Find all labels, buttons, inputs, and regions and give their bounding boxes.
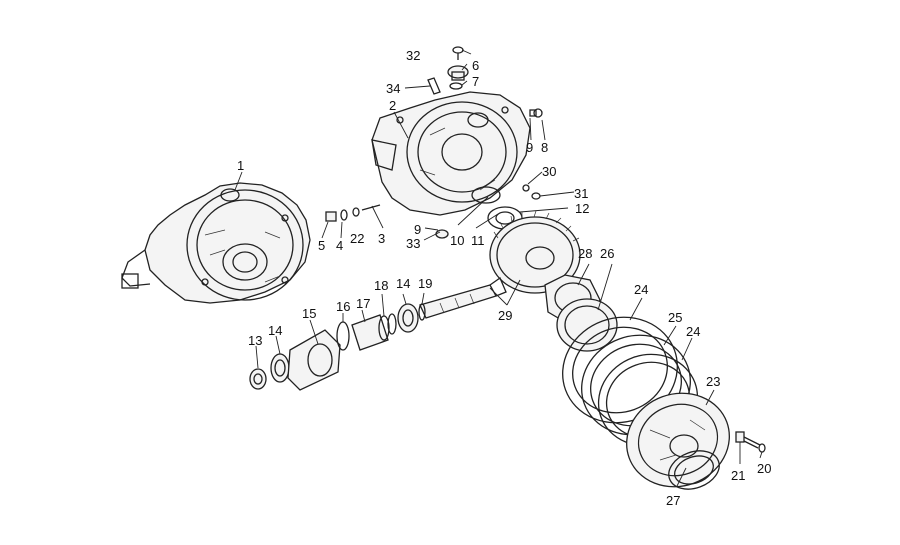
callout-3: 3 bbox=[378, 231, 385, 246]
callout-19: 19 bbox=[418, 276, 432, 291]
callout-26: 26 bbox=[600, 246, 614, 261]
breather-parts bbox=[427, 46, 469, 95]
callout-10: 10 bbox=[450, 233, 464, 248]
differential-carrier bbox=[544, 274, 618, 352]
callout-21: 21 bbox=[731, 468, 745, 483]
callout-2: 2 bbox=[389, 98, 396, 113]
callout-34: 34 bbox=[386, 81, 400, 96]
final-drive-assembly bbox=[121, 182, 311, 304]
callout-5: 5 bbox=[318, 238, 325, 253]
callout-18: 18 bbox=[374, 278, 388, 293]
callout-24-upper: 24 bbox=[634, 282, 648, 297]
callout-9-upper: 9 bbox=[526, 140, 533, 155]
callout-6: 6 bbox=[472, 58, 479, 73]
callout-12: 12 bbox=[575, 201, 589, 216]
callout-9-lower: 9 bbox=[414, 222, 421, 237]
callout-30: 30 bbox=[542, 164, 556, 179]
callout-7: 7 bbox=[472, 74, 479, 89]
gear-housing bbox=[371, 91, 531, 216]
callout-13: 13 bbox=[248, 333, 262, 348]
callout-23: 23 bbox=[706, 374, 720, 389]
callout-31: 31 bbox=[574, 186, 588, 201]
callout-16: 16 bbox=[336, 299, 350, 314]
callout-labels: 1 2 3 4 5 6 7 8 9 9 10 11 12 13 14 14 15… bbox=[237, 48, 771, 508]
callout-24-lower: 24 bbox=[686, 324, 700, 339]
callout-33: 33 bbox=[406, 236, 420, 251]
callout-32: 32 bbox=[406, 48, 420, 63]
end-cover bbox=[626, 392, 730, 490]
callout-11: 11 bbox=[471, 233, 485, 248]
callout-29: 29 bbox=[498, 308, 512, 323]
callout-20: 20 bbox=[757, 461, 771, 476]
callout-8: 8 bbox=[541, 140, 548, 155]
callout-25: 25 bbox=[668, 310, 682, 325]
callout-27: 27 bbox=[666, 493, 680, 508]
callout-22: 22 bbox=[350, 231, 364, 246]
shaft-seal-parts bbox=[325, 204, 381, 222]
callout-28: 28 bbox=[578, 246, 592, 261]
callout-4: 4 bbox=[336, 238, 343, 253]
callout-14-right: 14 bbox=[396, 276, 410, 291]
leader-lines bbox=[234, 49, 763, 487]
callout-1: 1 bbox=[237, 158, 244, 173]
callout-15: 15 bbox=[302, 306, 316, 321]
pinion-components bbox=[249, 303, 426, 391]
callout-17: 17 bbox=[356, 296, 370, 311]
ring-gear bbox=[489, 210, 581, 294]
callout-14-left: 14 bbox=[268, 323, 282, 338]
housing-fasteners bbox=[522, 108, 543, 200]
pinion-shaft bbox=[419, 277, 507, 319]
